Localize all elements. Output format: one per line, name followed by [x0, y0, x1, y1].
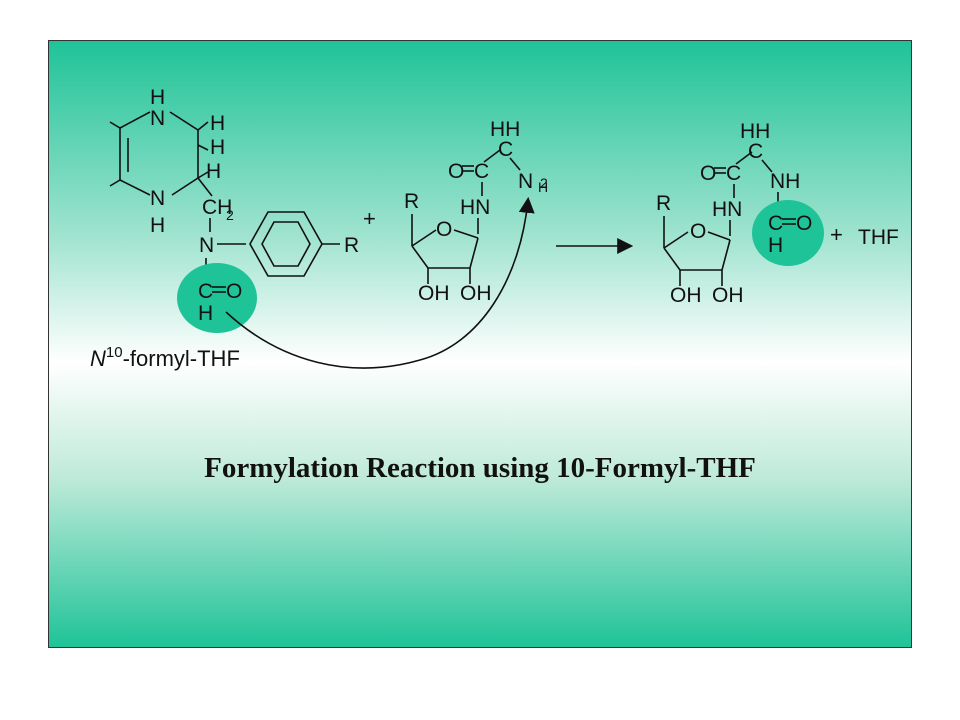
svg-text:N: N	[150, 187, 165, 210]
svg-text:R: R	[344, 234, 359, 257]
svg-text:C: C	[498, 138, 513, 161]
svg-text:OH: OH	[712, 284, 744, 307]
byproduct-label: THF	[858, 226, 899, 249]
svg-text:NH: NH	[770, 170, 800, 193]
svg-text:H: H	[538, 179, 548, 195]
svg-text:2: 2	[226, 207, 234, 223]
svg-text:R: R	[656, 192, 671, 215]
svg-text:CH: CH	[202, 196, 232, 219]
svg-text:+: +	[830, 222, 843, 247]
ribose-amine-molecule: HH C O C N H 2 HN R O OH OH	[404, 118, 548, 305]
svg-text:H: H	[210, 136, 225, 159]
svg-text:N: N	[199, 234, 214, 257]
formyl-highlight-left	[177, 263, 257, 333]
svg-text:2: 2	[540, 175, 548, 191]
svg-text:O: O	[700, 162, 716, 185]
svg-text:N: N	[518, 170, 533, 193]
svg-text:H: H	[210, 112, 225, 135]
diagram-caption: Formylation Reaction using 10-Formyl-THF	[204, 452, 756, 484]
formyl-thf-molecule: H N H H H N H CH 2 N R C O H +	[109, 86, 376, 333]
svg-text:H: H	[150, 86, 165, 109]
svg-text:H: H	[206, 160, 221, 183]
transfer-arrow	[225, 196, 535, 369]
svg-text:N: N	[150, 107, 165, 130]
svg-text:O: O	[448, 160, 464, 183]
slide-background	[48, 40, 912, 648]
svg-text:O: O	[690, 220, 706, 243]
svg-text:HN: HN	[460, 196, 490, 219]
svg-text:H: H	[768, 234, 783, 257]
formyl-highlight-right	[752, 200, 824, 266]
svg-text:C: C	[474, 160, 489, 183]
svg-text:O: O	[796, 212, 812, 235]
svg-text:O: O	[226, 280, 242, 303]
svg-text:C: C	[768, 212, 783, 235]
reactant-label: N10-formyl-THF	[90, 344, 240, 371]
svg-text:H: H	[150, 214, 165, 237]
svg-text:HH: HH	[490, 118, 520, 141]
svg-text:OH: OH	[670, 284, 702, 307]
svg-text:C: C	[198, 280, 213, 303]
svg-text:+: +	[363, 206, 376, 231]
svg-text:HH: HH	[740, 120, 770, 143]
svg-text:OH: OH	[418, 282, 450, 305]
svg-text:H: H	[198, 302, 213, 325]
svg-text:C: C	[726, 162, 741, 185]
formylated-product-molecule: HH C O C NH HN C O H R O OH OH + THF	[656, 120, 899, 307]
svg-text:HN: HN	[712, 198, 742, 221]
svg-text:C: C	[748, 140, 763, 163]
svg-text:O: O	[436, 218, 452, 241]
svg-text:R: R	[404, 190, 419, 213]
svg-text:OH: OH	[460, 282, 492, 305]
